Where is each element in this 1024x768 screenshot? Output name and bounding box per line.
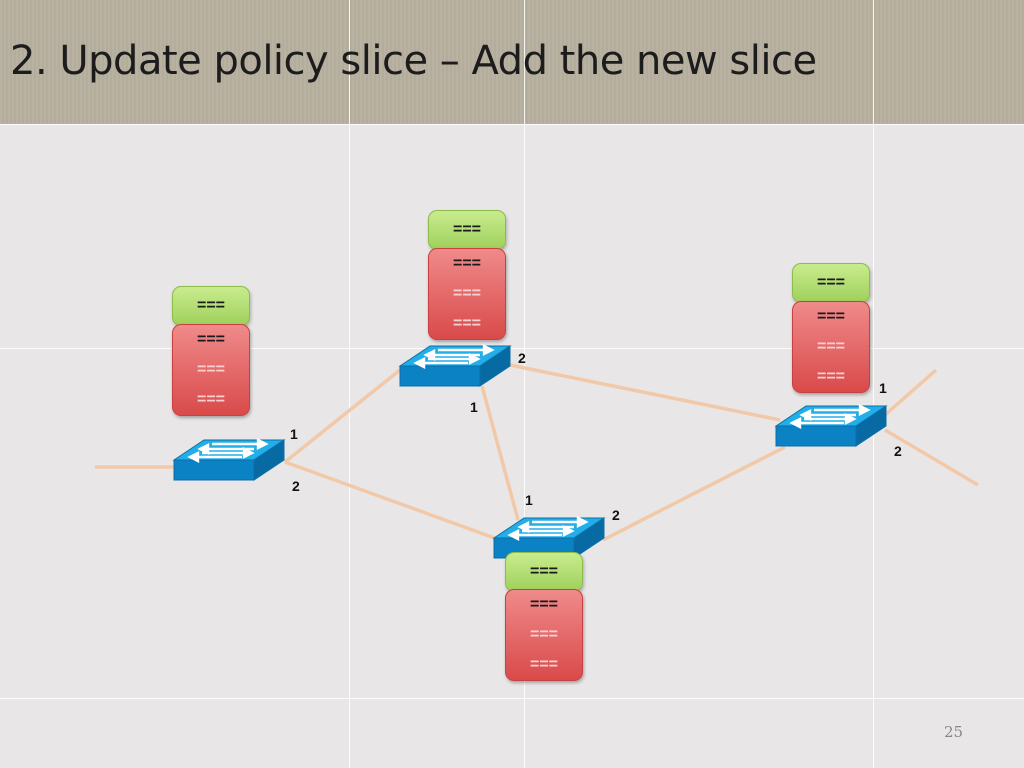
- grid-line: [0, 124, 1024, 125]
- port-label: 2: [292, 478, 300, 494]
- flow-table: === === ===: [172, 324, 250, 416]
- rule-entry: ===: [529, 596, 559, 613]
- rule-entry: ===: [452, 315, 482, 332]
- link-right-edge-1: [883, 368, 938, 417]
- new-rule: ===: [172, 286, 250, 326]
- grid-line: [349, 0, 350, 768]
- rule-entry: ===: [816, 338, 846, 355]
- new-rule: ===: [428, 210, 506, 250]
- link-right-edge-2: [884, 428, 979, 487]
- rule-entry: ===: [452, 255, 482, 272]
- port-label: 1: [879, 380, 887, 396]
- rule-entry: ===: [196, 391, 226, 408]
- link-left-bottom: [284, 460, 501, 542]
- port-label: 1: [525, 492, 533, 508]
- port-label: 1: [290, 426, 298, 442]
- switch-right: [774, 404, 888, 448]
- port-label: 2: [612, 507, 620, 523]
- link-bottom-right: [602, 445, 786, 542]
- page-number: 25: [944, 723, 964, 741]
- link-left-top: [283, 368, 402, 464]
- port-label: 2: [894, 443, 902, 459]
- grid-line: [0, 698, 1024, 699]
- grid-line: [0, 348, 1024, 349]
- links: [95, 363, 979, 542]
- slide-title: 2. Update policy slice – Add the new sli…: [10, 38, 817, 84]
- title-bar: [0, 0, 1024, 124]
- rule-entry: ===: [196, 361, 226, 378]
- link-top-right: [509, 363, 781, 422]
- rule-entry: ===: [196, 331, 226, 348]
- link-top-bottom: [480, 385, 520, 521]
- rule-entry: ===: [529, 626, 559, 643]
- new-rule: ===: [792, 263, 870, 303]
- rule-entry: ===: [452, 285, 482, 302]
- new-rule: ===: [505, 552, 583, 592]
- rule-entry: ===: [816, 308, 846, 325]
- flow-table: === === ===: [428, 248, 506, 340]
- switch-left: [172, 438, 286, 482]
- grid-line: [873, 0, 874, 768]
- grid-line: [524, 0, 525, 768]
- rule-entry: ===: [816, 368, 846, 385]
- flow-table: === === ===: [505, 589, 583, 681]
- switch-top: [398, 344, 512, 388]
- port-label: 1: [470, 399, 478, 415]
- port-label: 2: [518, 350, 526, 366]
- flow-table: === === ===: [792, 301, 870, 393]
- rule-entry: ===: [529, 656, 559, 673]
